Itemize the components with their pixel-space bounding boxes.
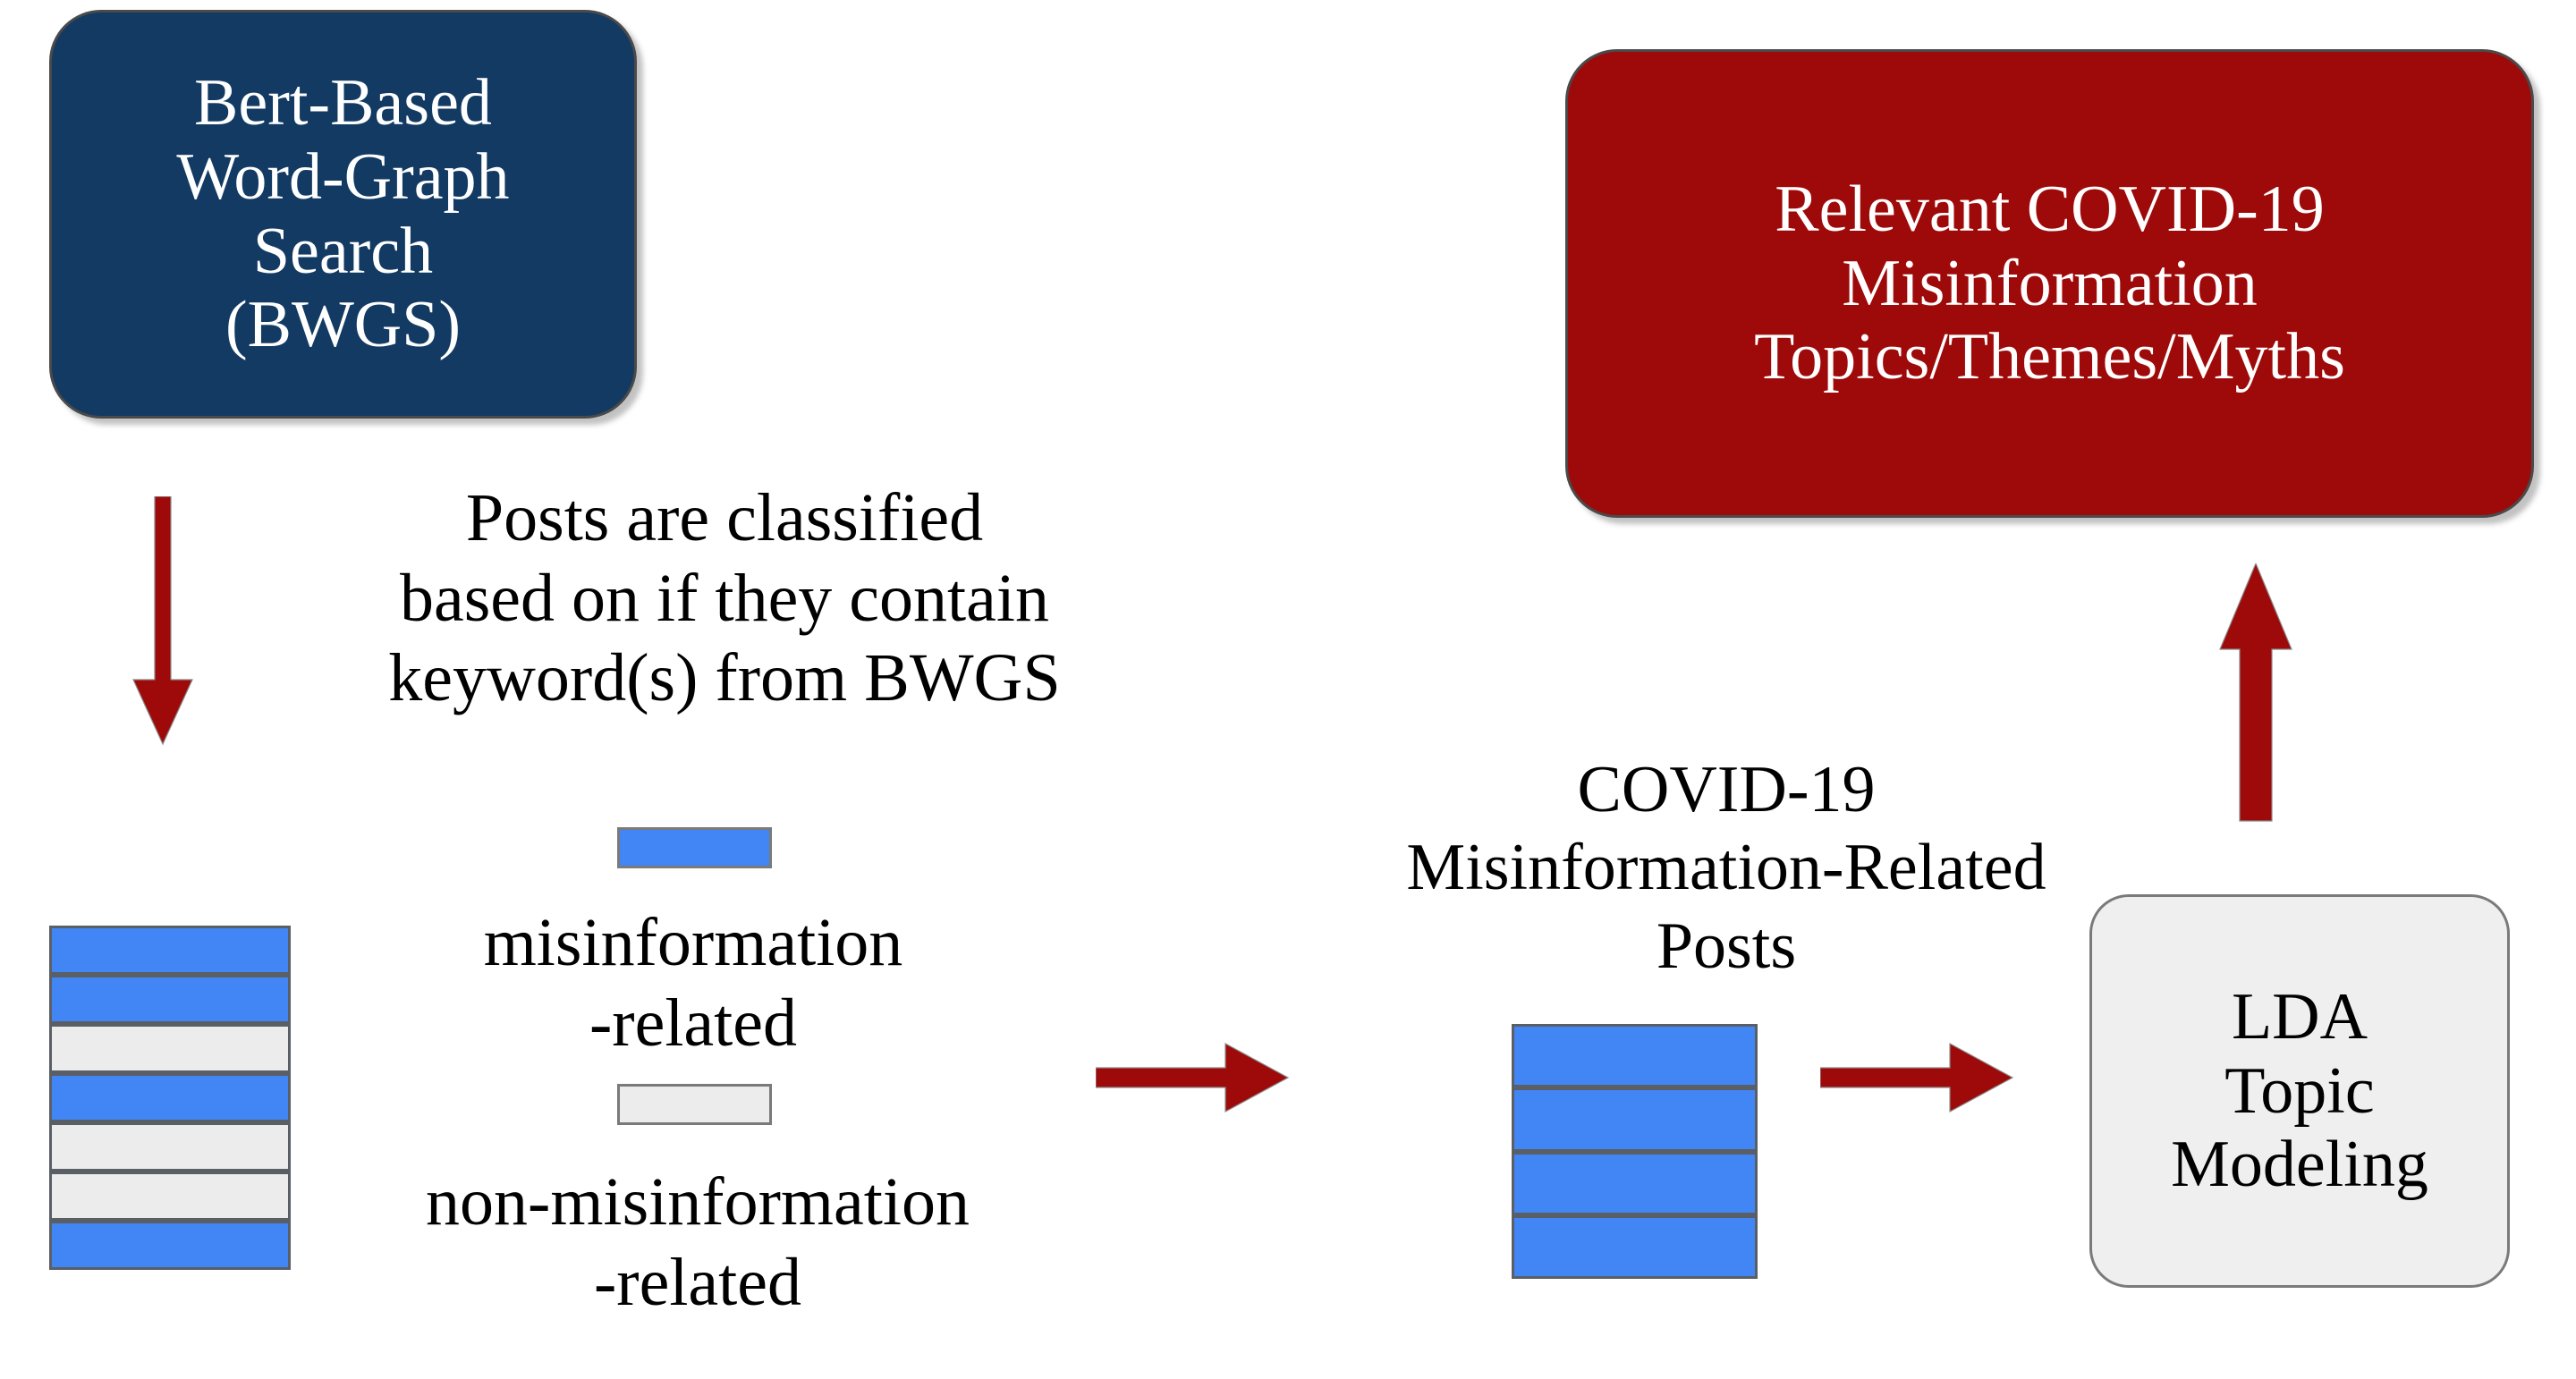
misinformation-posts-stack <box>1512 1024 1758 1279</box>
post-row-misinformation <box>49 975 291 1024</box>
misinformation-swatch <box>617 827 772 868</box>
post-row-non-misinformation <box>49 1024 291 1073</box>
post-row-misinformation <box>49 926 291 975</box>
arrow-posts-to-misinfo-posts <box>1096 1028 1319 1127</box>
post-row-misinformation <box>1512 1214 1758 1279</box>
post-row-misinformation <box>49 1221 291 1270</box>
bwgs-process-box: Bert-Based Word-Graph Search (BWGS) <box>49 10 637 419</box>
relevant-topics-box: Relevant COVID-19 Misinformation Topics/… <box>1565 49 2534 518</box>
non-misinformation-legend-label: non-misinformation -related <box>426 1164 970 1320</box>
lda-topic-modeling-box: LDA Topic Modeling <box>2089 894 2510 1288</box>
arrow-bwgs-to-posts <box>125 496 206 747</box>
misinformation-posts-caption: COVID-19 Misinformation-Related Posts <box>1406 753 2046 983</box>
all-posts-stack <box>49 926 291 1270</box>
post-row-misinformation <box>1512 1087 1758 1152</box>
post-row-non-misinformation <box>49 1122 291 1172</box>
arrow-misinfo-posts-to-lda <box>1820 1028 2044 1127</box>
post-row-misinformation <box>1512 1151 1758 1215</box>
classification-caption: Posts are classified based on if they co… <box>388 480 1061 716</box>
non-misinformation-swatch <box>617 1084 772 1125</box>
misinformation-legend-label: misinformation -related <box>483 905 903 1061</box>
post-row-non-misinformation <box>49 1172 291 1221</box>
post-row-misinformation <box>49 1073 291 1122</box>
post-row-misinformation <box>1512 1024 1758 1088</box>
arrow-lda-to-topics <box>2209 563 2317 823</box>
